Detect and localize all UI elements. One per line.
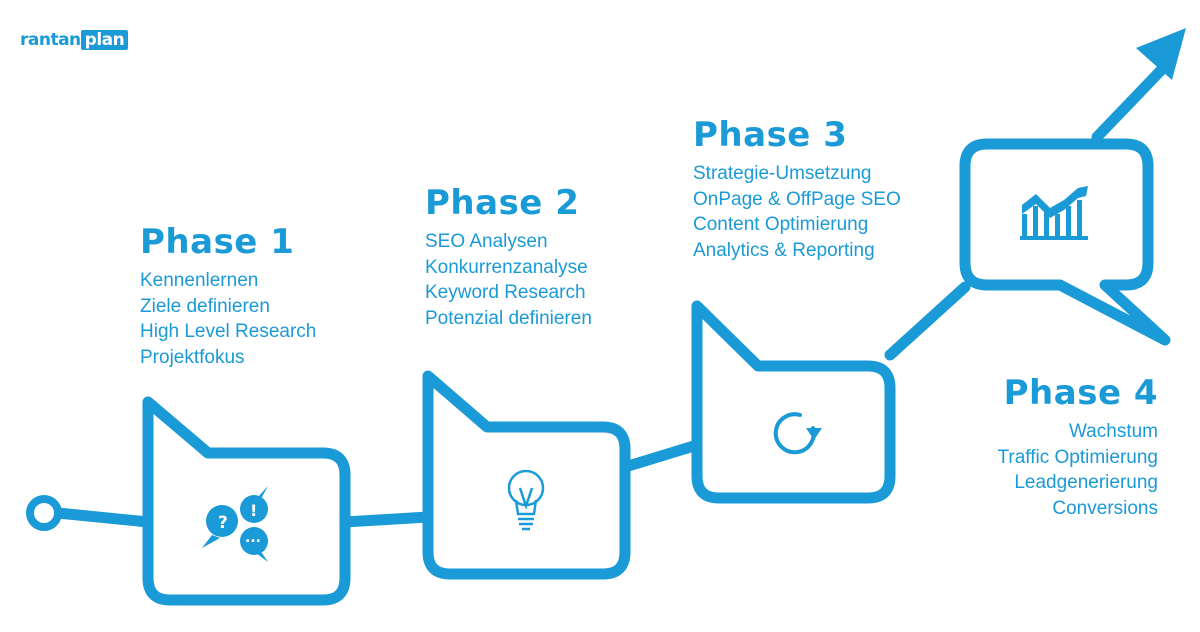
phase-4-item: Leadgenerierung bbox=[1014, 472, 1158, 493]
phase-2-item: SEO Analysen bbox=[425, 231, 548, 252]
phase-2-title: Phase 2 bbox=[425, 183, 580, 223]
svg-text:...: ... bbox=[245, 530, 261, 546]
phase-1-title: Phase 1 bbox=[140, 222, 295, 262]
phase-4-box bbox=[959, 138, 1171, 346]
svg-text:?: ? bbox=[218, 513, 228, 533]
start-node bbox=[26, 495, 62, 531]
refresh-icon bbox=[773, 412, 822, 455]
speech-bubbles-icon: ? ! ... bbox=[202, 486, 268, 562]
phase-4-item: Conversions bbox=[1052, 497, 1158, 519]
phase-4-item: Wachstum bbox=[1068, 421, 1158, 442]
phase-3: Phase 3 Strategie-Umsetzung OnPage & Off… bbox=[693, 115, 901, 263]
phase-1: Phase 1 Kennenlernen Ziele definieren Hi… bbox=[140, 222, 316, 370]
growth-arrow-head bbox=[1136, 28, 1186, 80]
phase-2: Phase 2 SEO Analysen Konkurrenzanalyse K… bbox=[425, 183, 592, 331]
phase-3-item: Analytics & Reporting bbox=[693, 239, 875, 261]
phase-3-item: Content Optimierung bbox=[693, 214, 869, 235]
phase-2-item: Potenzial definieren bbox=[425, 307, 592, 329]
phase-4: Phase 4 Wachstum Traffic Optimierung Lea… bbox=[998, 373, 1159, 521]
lightbulb-icon bbox=[507, 469, 545, 531]
logo-text-part2: plan bbox=[80, 30, 129, 50]
phase-1-item: Kennenlernen bbox=[140, 270, 259, 291]
phase-4-item: Traffic Optimierung bbox=[997, 446, 1159, 468]
phase-1-box bbox=[142, 396, 351, 606]
phase-3-box bbox=[691, 300, 896, 504]
phase-3-item: Strategie-Umsetzung bbox=[693, 163, 872, 184]
growth-chart-icon bbox=[1020, 186, 1088, 240]
phase-2-item: Keyword Research bbox=[425, 282, 586, 303]
phase-2-box bbox=[422, 370, 631, 580]
phase-4-title: Phase 4 bbox=[1003, 373, 1158, 413]
phase-3-title: Phase 3 bbox=[693, 115, 848, 155]
progress-line bbox=[52, 57, 1174, 528]
phase-2-item: Konkurrenzanalyse bbox=[425, 256, 588, 278]
svg-text:!: ! bbox=[250, 501, 257, 520]
phase-1-item: High Level Research bbox=[140, 321, 317, 342]
phase-1-item: Projektfokus bbox=[140, 346, 245, 368]
phase-3-item: OnPage & OffPage SEO bbox=[693, 188, 901, 210]
phase-1-item: Ziele definieren bbox=[140, 295, 270, 317]
logo-text-part1: rantan bbox=[20, 30, 81, 50]
